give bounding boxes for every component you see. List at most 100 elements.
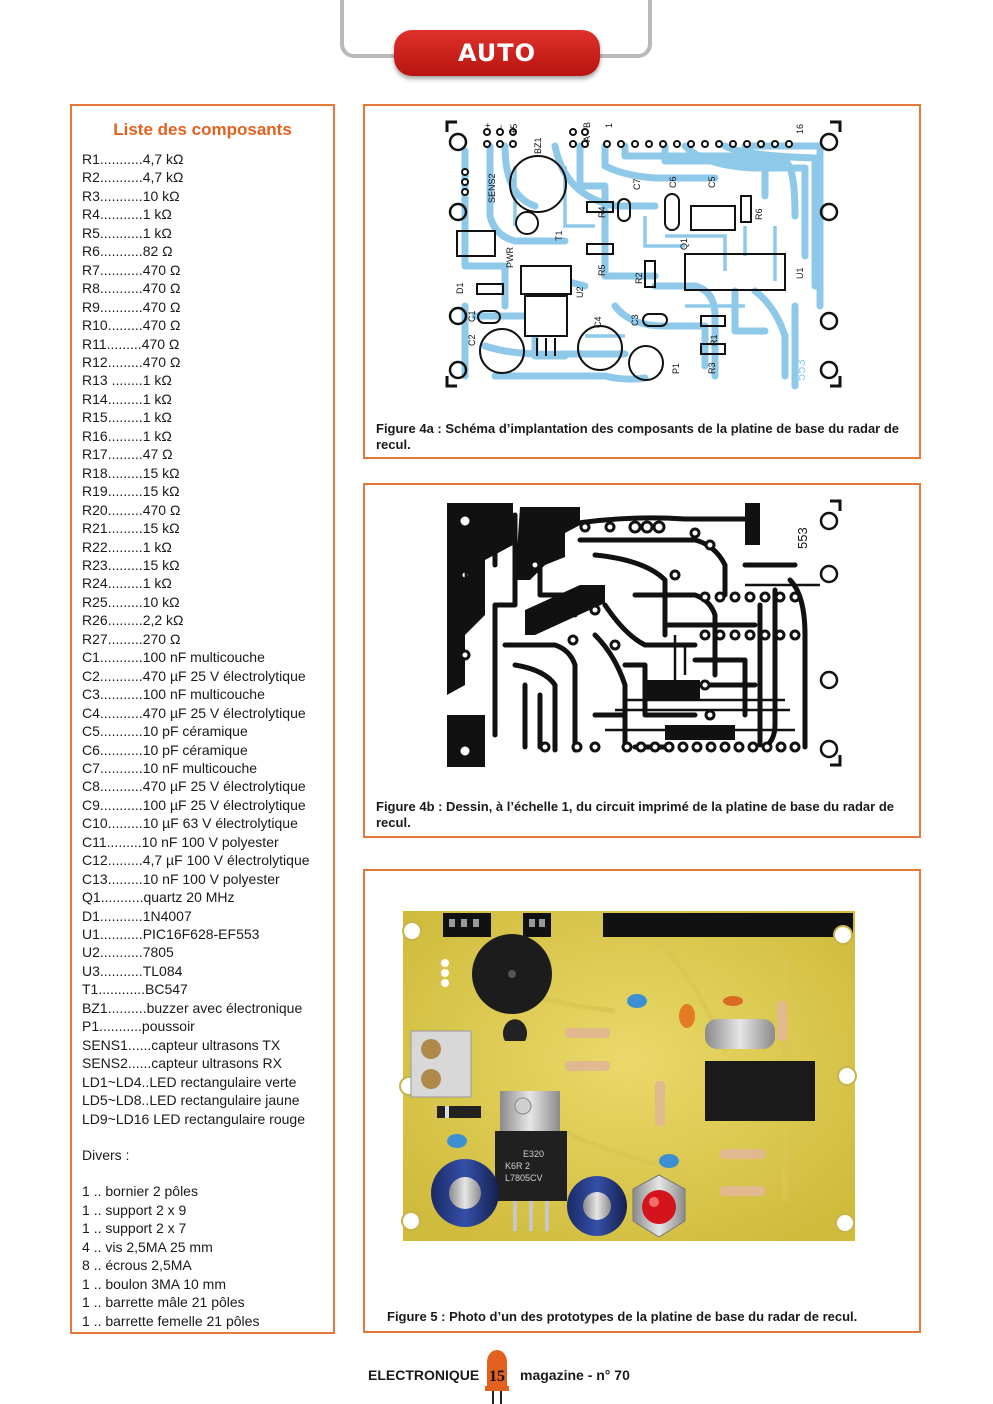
component-ref: U3 — [82, 962, 100, 979]
regulator-mark-1: E320 — [523, 1149, 544, 1159]
component-ref: SENS2 — [82, 1055, 128, 1072]
component-row: R23.........15 kΩ — [82, 556, 333, 574]
figure-4b-caption: Figure 4b : Dessin, à l’échelle 1, du ci… — [376, 799, 894, 830]
misc-qty: 4 — [82, 1238, 90, 1255]
component-dots: ......... — [107, 556, 143, 573]
component-row: SENS1......capteur ultrasons TX — [82, 1036, 333, 1054]
section-tab: AUTO — [394, 30, 600, 76]
component-value: 1N4007 — [142, 907, 192, 924]
component-row: R6...........82 Ω — [82, 242, 333, 260]
component-row: R18.........15 kΩ — [82, 464, 333, 482]
component-ref: C2 — [82, 667, 100, 684]
component-row: U3...........TL084 — [82, 962, 333, 980]
component-ref: R23 — [82, 556, 108, 573]
component-dots: ........... — [99, 224, 143, 241]
component-ref: D1 — [82, 907, 100, 924]
misc-item: bornier 2 pôles — [105, 1183, 198, 1200]
label-u1: U1 — [795, 267, 805, 279]
component-row: C1...........100 nF multicouche — [82, 648, 333, 666]
component-value: 1 kΩ — [142, 390, 172, 407]
component-row: R19.........15 kΩ — [82, 482, 333, 500]
component-value: 270 Ω — [142, 630, 181, 647]
component-value: 4,7 kΩ — [142, 151, 184, 167]
component-ref: C3 — [82, 686, 100, 703]
misc-row: 1 .. support 2 x 7 — [82, 1219, 333, 1237]
component-row: C7...........10 nF multicouche — [82, 759, 333, 777]
component-row: R12.........470 Ω — [82, 353, 333, 371]
label-a: A — [582, 136, 592, 142]
component-row: C10.........10 µF 63 V électrolytique — [82, 814, 333, 832]
misc-row: 1 .. bornier 2 pôles — [82, 1182, 333, 1200]
component-row: R9...........470 Ω — [82, 298, 333, 316]
label-r3: R3 — [707, 362, 717, 374]
component-dots: ......... — [106, 833, 142, 850]
component-dots: ........... — [99, 1018, 142, 1035]
regulator-mark-2: K6R 2 — [505, 1161, 530, 1171]
component-dots: ........... — [99, 962, 143, 979]
component-ref: C4 — [82, 704, 100, 721]
figure-5-panel: E320 K6R 2 L7805CV Figure 5 : Photo d’un… — [363, 869, 921, 1333]
page-footer: ELECTRONIQUE 15 magazine - n° 70 — [368, 1348, 648, 1404]
component-ref: C13 — [82, 870, 108, 887]
component-dots: ........... — [99, 667, 143, 684]
component-dots: ........... — [99, 280, 143, 297]
component-ref: T1 — [82, 981, 99, 998]
component-value: 1 kΩ — [142, 409, 172, 426]
component-row: R14.........1 kΩ — [82, 390, 333, 408]
component-dots: ......... — [107, 852, 143, 869]
component-dots: ......... — [107, 520, 143, 537]
component-value: 1 kΩ — [142, 538, 172, 555]
component-ref: R4 — [82, 206, 100, 223]
component-dots: ........ — [107, 372, 143, 389]
component-row: C12.........4,7 µF 100 V électrolytique — [82, 851, 333, 869]
misc-item: barrette mâle 21 pôles — [105, 1294, 245, 1311]
component-row: R27.........270 Ω — [82, 630, 333, 648]
component-ref: Q1 — [82, 889, 101, 906]
misc-row: 1 .. barrette mâle 21 pôles — [82, 1293, 333, 1311]
component-dots: ........... — [99, 686, 143, 703]
component-dots: ........... — [99, 206, 143, 223]
component-row: R22.........1 kΩ — [82, 538, 333, 556]
component-row: BZ1..........buzzer avec électronique — [82, 999, 333, 1017]
component-value: 7805 — [142, 944, 174, 961]
component-row: R1...........4,7 kΩ — [82, 150, 333, 168]
component-dots: ......... — [107, 538, 143, 555]
component-ref: R25 — [82, 593, 108, 610]
component-value: TL084 — [142, 962, 183, 979]
label-r5: R5 — [597, 264, 607, 276]
component-dots: ........... — [99, 944, 143, 961]
component-dots: ........... — [99, 778, 143, 795]
component-value: poussoir — [141, 1018, 195, 1035]
label-b: B — [582, 122, 592, 128]
label-d1: D1 — [455, 282, 465, 294]
component-ref: C12 — [82, 852, 108, 869]
component-value: 82 Ω — [142, 243, 173, 260]
component-value: capteur ultrasons TX — [151, 1036, 281, 1053]
component-ref: R6 — [82, 243, 100, 260]
misc-item: barrette femelle 21 pôles — [105, 1312, 260, 1329]
component-value: 1 kΩ — [142, 372, 172, 389]
component-value: 10 pF céramique — [142, 741, 248, 758]
component-ref: R13 — [82, 372, 108, 389]
components-list-panel: Liste des composants R1...........4,7 kΩ… — [70, 104, 335, 1334]
component-dots: ......... — [106, 335, 142, 352]
component-value: 470 Ω — [142, 280, 181, 297]
figure-4a-layout-drawing: BZ1 SENS2 PWR T1 D1 U2 C1 C2 C3 C4 C5 C6… — [445, 120, 842, 390]
component-ref: R21 — [82, 520, 108, 537]
component-row: R17.........47 Ω — [82, 445, 333, 463]
component-value: 470 Ω — [142, 261, 181, 278]
component-value: 470 Ω — [142, 317, 181, 334]
component-row: T1............BC547 — [82, 980, 333, 998]
components-list-title: Liste des composants — [113, 120, 292, 139]
component-dots: ........... — [99, 759, 143, 776]
component-value: 10 nF 100 V polyester — [141, 833, 279, 850]
misc-dots: .. — [93, 1294, 102, 1311]
misc-row: 1 .. support 2 x 9 — [82, 1201, 333, 1219]
component-value: 15 kΩ — [142, 483, 180, 500]
component-row: C3...........100 nF multicouche — [82, 685, 333, 703]
component-ref: P1 — [82, 1018, 100, 1035]
component-value: 10 kΩ — [142, 187, 180, 204]
misc-dots: .. — [93, 1220, 102, 1237]
component-value: 10 pF céramique — [142, 723, 248, 740]
